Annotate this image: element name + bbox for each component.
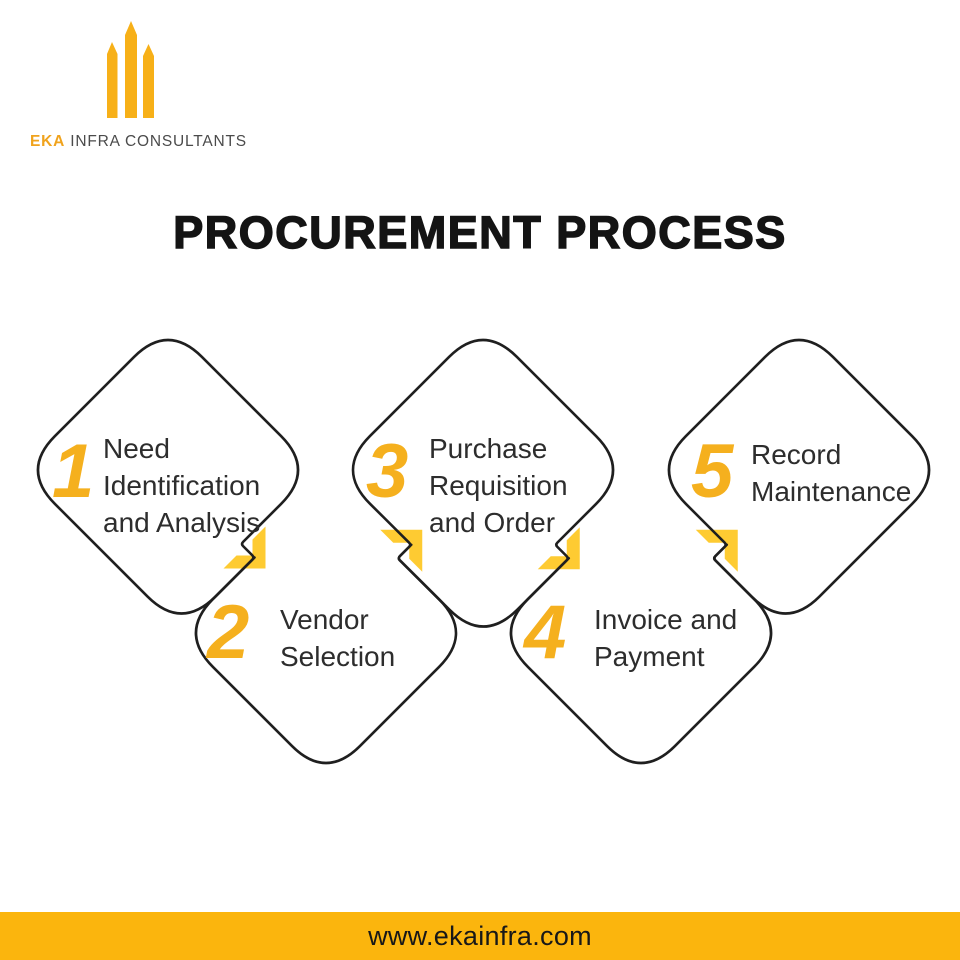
step-1-number: 1	[52, 429, 95, 514]
eka-logo-icon	[107, 21, 154, 118]
step-1-label-line: Need	[103, 433, 170, 464]
step-1-label-line: Identification	[103, 470, 261, 501]
step-4-label-line: Invoice and	[594, 604, 738, 635]
footer-link[interactable]: www.ekainfra.com	[368, 920, 592, 951]
step-5-label: Record Maintenance	[751, 436, 911, 510]
corner-bracket-icon	[380, 529, 423, 572]
step-3-label-line: Requisition	[429, 470, 568, 501]
brand-wordmark-bold: EKA	[30, 133, 66, 150]
step-3-number: 3	[366, 429, 409, 514]
corner-bracket-icon	[695, 529, 738, 572]
diamond-step-3-outline	[351, 338, 615, 628]
step-4-label-line: Payment	[594, 641, 705, 672]
page-title: PROCUREMENT PROCESS	[172, 206, 787, 259]
diamond-step-5-outline	[667, 338, 931, 615]
step-1-label-line: and Analysis	[103, 507, 261, 538]
step-5-label-line: Record	[751, 439, 842, 470]
step-2-label-line: Vendor	[280, 604, 369, 635]
footer-bar: www.ekainfra.com	[0, 912, 960, 960]
step-5-number: 5	[691, 429, 734, 514]
step-1-label: Need Identification and Analysis	[103, 430, 260, 541]
step-2-label: Vendor Selection	[280, 601, 395, 675]
step-2-label-line: Selection	[280, 641, 396, 672]
step-4-number: 4	[524, 590, 567, 675]
step-4-label: Invoice and Payment	[594, 601, 737, 675]
brand-wordmark: EKA INFRA CONSULTANTS	[30, 133, 247, 151]
logo-pillars-icon	[107, 21, 154, 118]
diamond-step-1-outline	[36, 338, 300, 615]
step-3-label-line: and Order	[429, 507, 556, 538]
step-5-label-line: Maintenance	[751, 476, 912, 507]
brand-wordmark-rest: INFRA CONSULTANTS	[65, 133, 247, 150]
step-2-number: 2	[207, 590, 250, 675]
step-3-label: Purchase Requisition and Order	[429, 430, 568, 541]
step-3-label-line: Purchase	[429, 433, 548, 464]
